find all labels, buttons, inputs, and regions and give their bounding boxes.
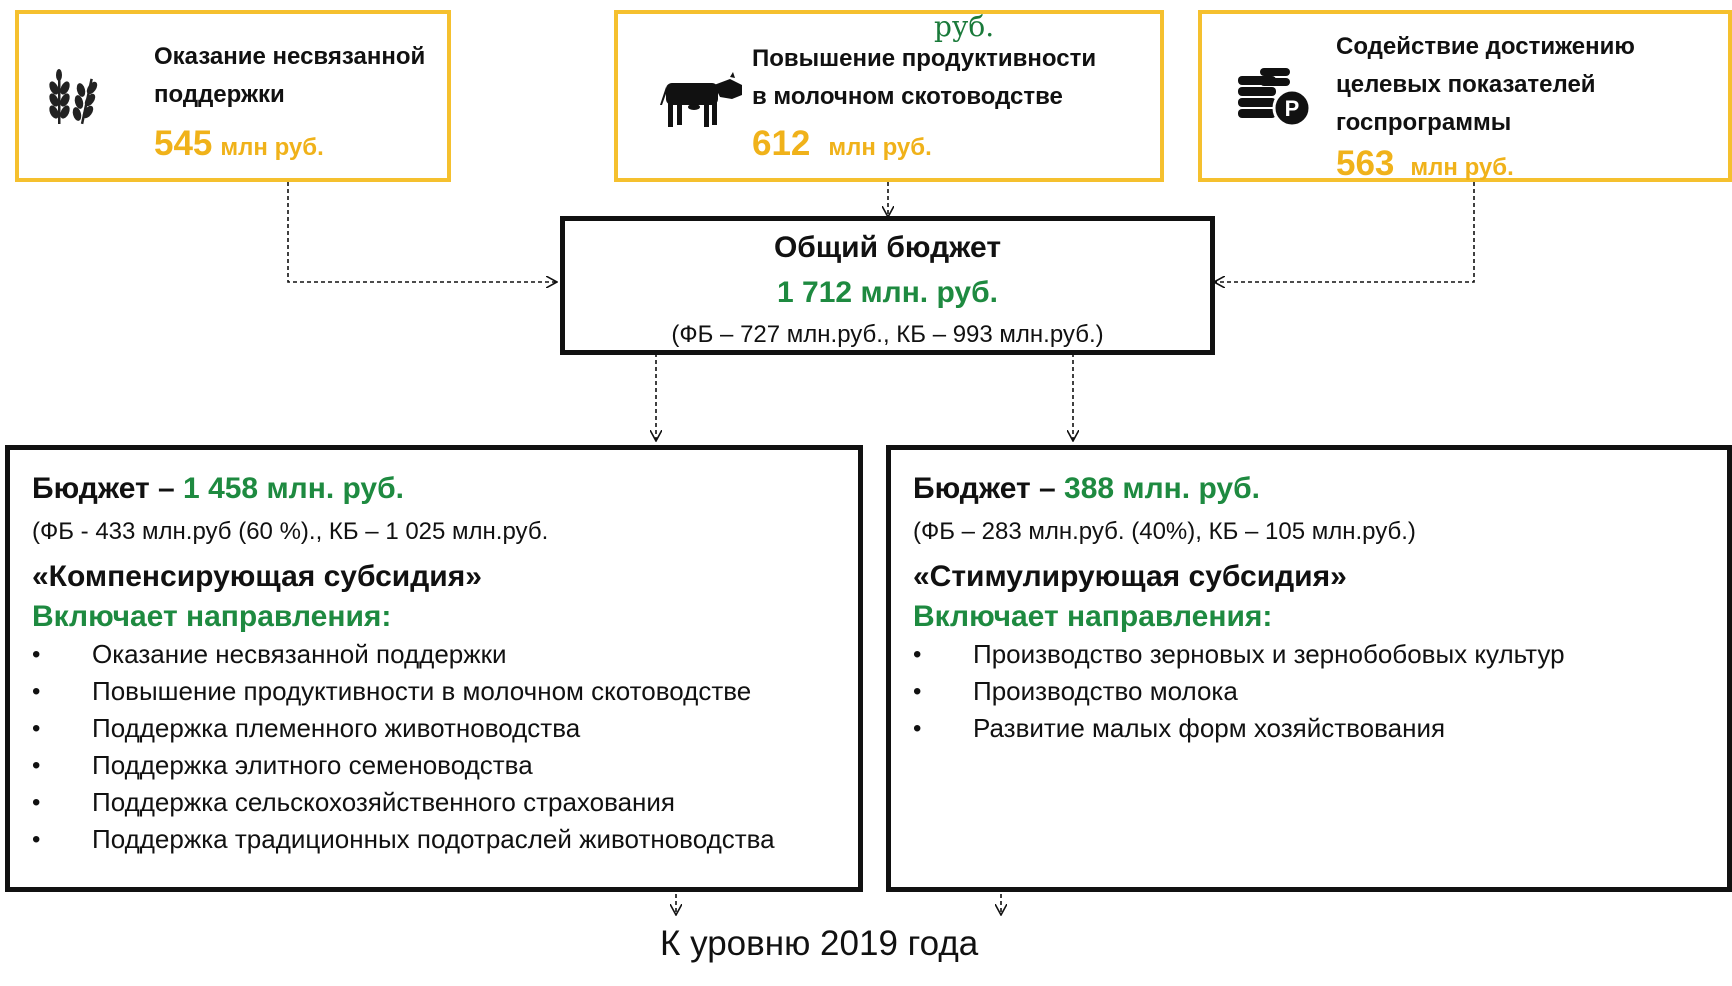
card-target-indicators: Р Содействие достижению целевых показате…: [1198, 10, 1732, 183]
includes-label: Включает направления:: [32, 600, 392, 633]
budget-line: Бюджет – 388 млн. руб.: [913, 472, 1260, 505]
list-item: Поддержка племенного животноводства: [32, 710, 775, 747]
list-item: Повышение продуктивности в молочном скот…: [32, 673, 775, 710]
footer-caption: К уровню 2019 года: [660, 924, 979, 963]
card-title: Содействие достижению целевых показателе…: [1336, 33, 1635, 136]
directions-list: Оказание несвязанной поддержки Повышение…: [32, 636, 775, 858]
list-item: Производство зерновых и зернобобовых кул…: [913, 636, 1565, 673]
list-item: Поддержка сельскохозяйственного страхова…: [32, 784, 775, 821]
svg-text:Р: Р: [1285, 96, 1300, 121]
card-dairy-productivity: руб. Повышение продуктивности в молочном…: [614, 10, 1164, 182]
total-breakdown: (ФБ – 727 млн.руб., КБ – 993 млн.руб.): [671, 321, 1104, 348]
list-item: Оказание несвязанной поддержки: [32, 636, 775, 673]
list-item: Поддержка элитного семеноводства: [32, 747, 775, 784]
list-item: Поддержка традиционных подотраслей живот…: [32, 821, 775, 858]
card-title: Повышение продуктивности в молочном скот…: [752, 45, 1097, 110]
total-budget-box: Общий бюджет 1 712 млн. руб. (ФБ – 727 м…: [560, 216, 1215, 355]
stray-note: руб.: [934, 10, 995, 43]
arrow-right-to-total: [1214, 182, 1475, 282]
list-item: Производство молока: [913, 673, 1565, 710]
arrow-left-to-total: [287, 182, 557, 282]
coins-ruble-icon: Р: [1238, 68, 1312, 128]
total-title: Общий бюджет: [773, 231, 1002, 264]
subsidy-name: «Компенсирующая субсидия»: [32, 560, 482, 593]
compensating-subsidy-box: Бюджет – 1 458 млн. руб. (ФБ - 433 млн.р…: [5, 445, 863, 892]
stimulating-subsidy-box: Бюджет – 388 млн. руб. (ФБ – 283 млн.руб…: [886, 445, 1732, 892]
budget-breakdown: (ФБ - 433 млн.руб (60 %)., КБ – 1 025 мл…: [32, 518, 549, 545]
includes-label: Включает направления:: [913, 600, 1273, 633]
budget-line: Бюджет – 1 458 млн. руб.: [32, 472, 404, 505]
list-item: Развитие малых форм хозяйствования: [913, 710, 1565, 747]
budget-breakdown: (ФБ – 283 млн.руб. (40%), КБ – 105 млн.р…: [913, 518, 1416, 545]
directions-list: Производство зерновых и зернобобовых кул…: [913, 636, 1565, 747]
total-amount: 1 712 млн. руб.: [777, 276, 998, 309]
card-title: Оказание несвязанной поддержки: [154, 43, 426, 108]
subsidy-name: «Стимулирующая субсидия»: [913, 560, 1347, 593]
cow-icon: [660, 72, 742, 127]
wheat-icon: [49, 69, 98, 125]
